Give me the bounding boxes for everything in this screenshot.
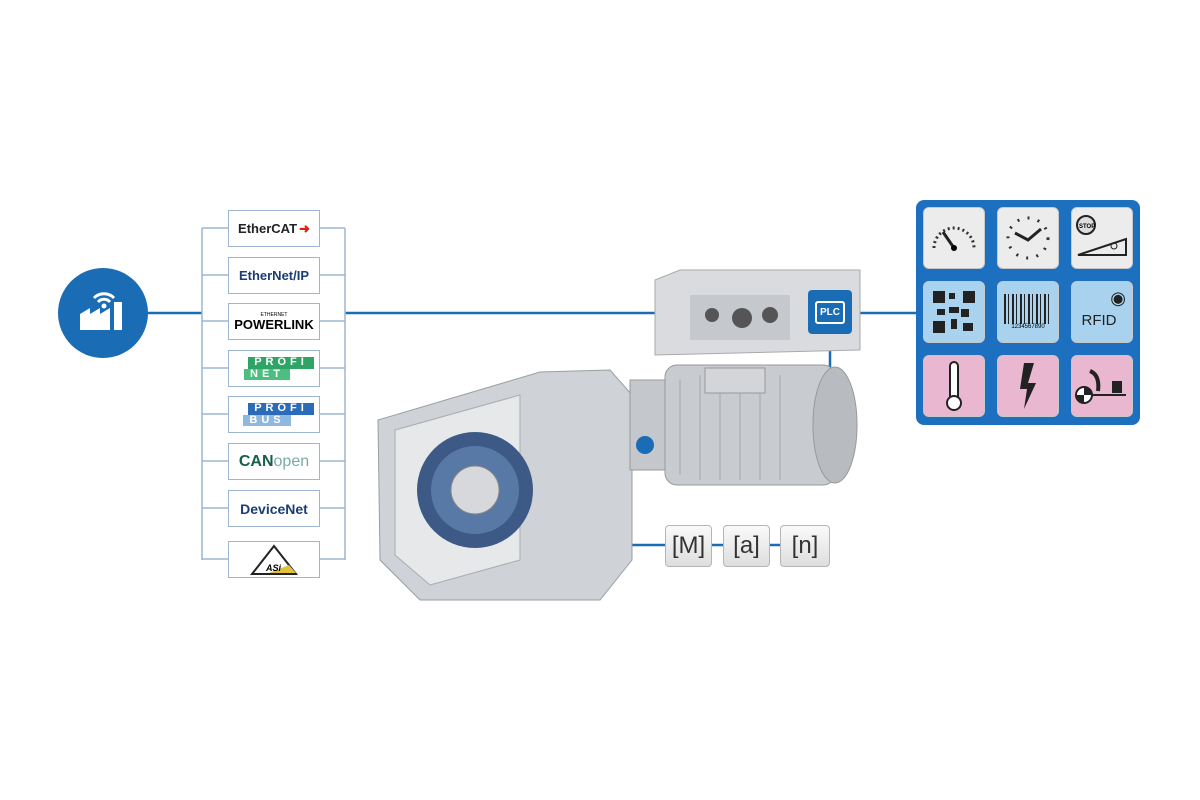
rfid-label: RFID <box>1081 311 1117 329</box>
protocol-ethernet-ip: EtherNet/IP <box>228 257 320 294</box>
ethercat-logo: EtherCAT <box>238 221 298 236</box>
devicenet-logo: DeviceNet <box>240 500 308 517</box>
function-panel: STOP 1234567890 RFID◉ <box>916 200 1140 425</box>
lightning-icon <box>997 355 1059 417</box>
barcode-number: 1234567890 <box>1011 324 1045 330</box>
powerlink-super: ETHERNET <box>260 311 288 318</box>
thermometer-icon <box>923 355 985 417</box>
man-label: [a] <box>733 532 760 559</box>
profinet-line1: PROFI <box>248 356 314 369</box>
plc-label: PLC <box>815 300 845 324</box>
profibus-line1: PROFI <box>248 402 314 415</box>
plc-chip: PLC <box>808 290 852 334</box>
speedometer-icon <box>923 207 985 269</box>
protocol-asi: ASi <box>228 541 320 578</box>
gearmotor-image <box>377 269 861 601</box>
protocol-ethercat: EtherCAT➜ <box>228 210 320 247</box>
rfid-icon: RFID◉ <box>1071 281 1133 343</box>
canopen-light: open <box>273 452 310 470</box>
canopen-bold: CAN <box>238 452 274 470</box>
man-box-a: [a] <box>723 525 770 567</box>
man-label: [n] <box>791 532 819 559</box>
man-box-n: [n] <box>780 525 830 567</box>
powerlink-logo: POWERLINK <box>234 316 314 332</box>
man-label: [M] <box>671 532 706 559</box>
profinet-line2: NET <box>244 368 290 381</box>
svg-text:ASi: ASi <box>265 563 282 573</box>
protocol-devicenet: DeviceNet <box>228 490 320 527</box>
clock-icon <box>997 207 1059 269</box>
factory-icon <box>58 268 148 358</box>
svg-text:STOP: STOP <box>1079 224 1095 230</box>
qr-code-icon <box>923 281 985 343</box>
balance-icon <box>1071 355 1133 417</box>
man-box-m: [M] <box>665 525 712 567</box>
asi-logo-icon: ASi <box>249 543 299 575</box>
stop-ramp-icon: STOP <box>1071 207 1133 269</box>
barcode-icon: 1234567890 <box>997 281 1059 343</box>
ethernet-ip-logo: EtherNet/IP <box>238 268 310 283</box>
profibus-line2: BUS <box>243 414 291 427</box>
